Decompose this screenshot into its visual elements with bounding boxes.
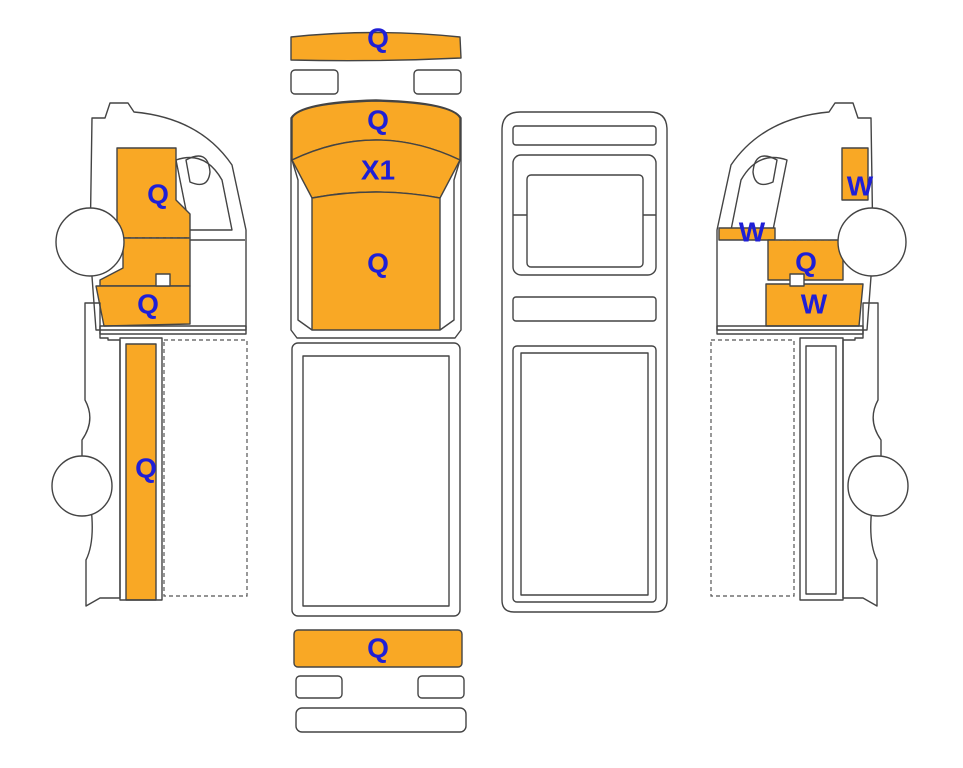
right-door-handle bbox=[789, 273, 805, 287]
underside-mid-plate bbox=[512, 296, 657, 322]
front-bumper-zone[interactable] bbox=[290, 31, 462, 62]
left-rear-window bbox=[175, 156, 233, 231]
left-side-view bbox=[51, 102, 248, 607]
underside-engine-frame bbox=[512, 154, 657, 276]
left-rear-wheel bbox=[51, 455, 113, 517]
underside-rear-frame bbox=[512, 345, 657, 603]
left-mirror bbox=[185, 155, 211, 186]
left-front-door-label: Q bbox=[147, 178, 169, 209]
left-cab-outline bbox=[89, 102, 247, 331]
roof-zone[interactable] bbox=[311, 191, 441, 331]
left-door-handle bbox=[155, 273, 171, 287]
rear-step bbox=[295, 707, 467, 733]
roof-label: Q bbox=[367, 247, 389, 278]
underside-rear-inner bbox=[520, 352, 649, 596]
left-bed-outline bbox=[81, 302, 121, 607]
left-rocker-label: Q bbox=[137, 288, 159, 319]
left-bed-frame bbox=[119, 337, 163, 601]
rear-bumper-label: Q bbox=[367, 632, 389, 663]
right-bed-outline bbox=[842, 302, 882, 607]
left-headlight bbox=[290, 69, 339, 95]
right-cab-outline bbox=[716, 102, 874, 331]
right-bed-inner bbox=[805, 345, 837, 595]
right-side-view bbox=[710, 102, 909, 607]
rear-bumper-zone[interactable] bbox=[293, 629, 463, 668]
hood-label: Q bbox=[367, 104, 389, 135]
right-mirror bbox=[752, 155, 778, 186]
top-view bbox=[290, 31, 467, 733]
underside-view bbox=[501, 111, 668, 613]
windshield-label: X1 bbox=[361, 154, 395, 185]
right-rocker-label: W bbox=[801, 288, 828, 319]
right-fender-label: W bbox=[739, 216, 766, 247]
right-bed-dashed-panel bbox=[710, 339, 795, 597]
left-bed-dashed-panel bbox=[163, 339, 248, 597]
right-tail-light bbox=[417, 675, 465, 699]
underside-outline bbox=[501, 111, 668, 613]
right-headlight bbox=[413, 69, 462, 95]
left-tail-light bbox=[295, 675, 343, 699]
right-bed-frame bbox=[799, 337, 844, 601]
right-a-pillar-label: W bbox=[847, 170, 874, 201]
front-bumper-label: Q bbox=[367, 22, 389, 53]
right-front-wheel bbox=[837, 207, 907, 277]
right-a-pillar-zone[interactable] bbox=[841, 147, 869, 201]
left-bed-side-zone[interactable] bbox=[125, 343, 157, 601]
left-side-pillar bbox=[291, 159, 313, 331]
top-body-outline bbox=[290, 99, 462, 339]
underside-front-plate bbox=[512, 125, 657, 146]
right-rear-window bbox=[730, 156, 788, 231]
right-side-pillar bbox=[439, 159, 461, 331]
cargo-bed-outer bbox=[291, 342, 461, 617]
cargo-bed-inner bbox=[302, 355, 450, 607]
right-front-door-label: Q bbox=[795, 246, 817, 277]
right-rear-wheel bbox=[847, 455, 909, 517]
left-bed-side-label: Q bbox=[135, 452, 157, 483]
underside-engine-block bbox=[526, 174, 644, 268]
left-front-wheel bbox=[55, 207, 125, 277]
